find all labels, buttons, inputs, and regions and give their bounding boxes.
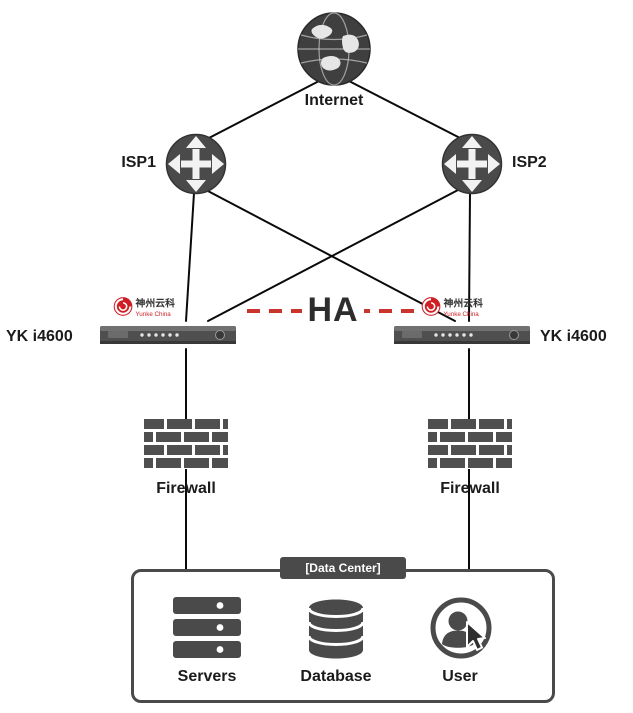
firewall-icon	[144, 419, 228, 469]
user-label: User	[442, 668, 478, 685]
firewall-left-label: Firewall	[156, 480, 216, 497]
logo-subname-text: Yunke China	[444, 311, 480, 318]
database-label: Database	[300, 668, 372, 685]
router-icon	[165, 133, 227, 195]
yunke-logo-icon: 神州云科 Yunke China	[421, 297, 484, 318]
servers-node	[173, 597, 241, 659]
user-node	[429, 596, 493, 660]
ha-label: HA	[302, 290, 364, 330]
yk-device-left-node	[100, 321, 236, 349]
yk-device-right-label: YK i4600	[540, 328, 607, 345]
servers-label: Servers	[177, 668, 237, 685]
yk-device-right-node	[394, 321, 530, 349]
yunke-logo-icon: 神州云科 Yunke China	[113, 297, 176, 318]
database-icon	[307, 599, 365, 659]
logo-subname-text: Yunke China	[136, 311, 172, 318]
user-icon	[430, 597, 492, 659]
yk-device-left-label: YK i4600	[6, 328, 73, 345]
appliance-icon	[394, 326, 530, 344]
router-icon	[441, 133, 503, 195]
firewall-left-node	[143, 419, 229, 469]
isp1-label: ISP1	[121, 154, 156, 171]
logo-name-text: 神州云科	[136, 297, 176, 310]
datacenter-badge: [Data Center]	[280, 557, 406, 579]
logo-name-text: 神州云科	[444, 297, 484, 310]
cursor-icon	[466, 621, 486, 651]
database-node	[307, 599, 365, 659]
vendor-logo-right: 神州云科 Yunke China	[418, 293, 496, 320]
internet-globe-icon	[297, 12, 371, 86]
firewall-icon	[428, 419, 512, 469]
isp2-router-node	[441, 133, 503, 195]
firewall-right-node	[427, 419, 513, 469]
firewall-right-label: Firewall	[440, 480, 500, 497]
isp2-label: ISP2	[512, 154, 547, 171]
internet-node	[296, 11, 372, 87]
internet-label: Internet	[304, 92, 364, 109]
servers-icon	[173, 597, 241, 658]
isp1-router-node	[165, 133, 227, 195]
appliance-icon	[100, 326, 236, 344]
vendor-logo-left: 神州云科 Yunke China	[110, 293, 188, 320]
